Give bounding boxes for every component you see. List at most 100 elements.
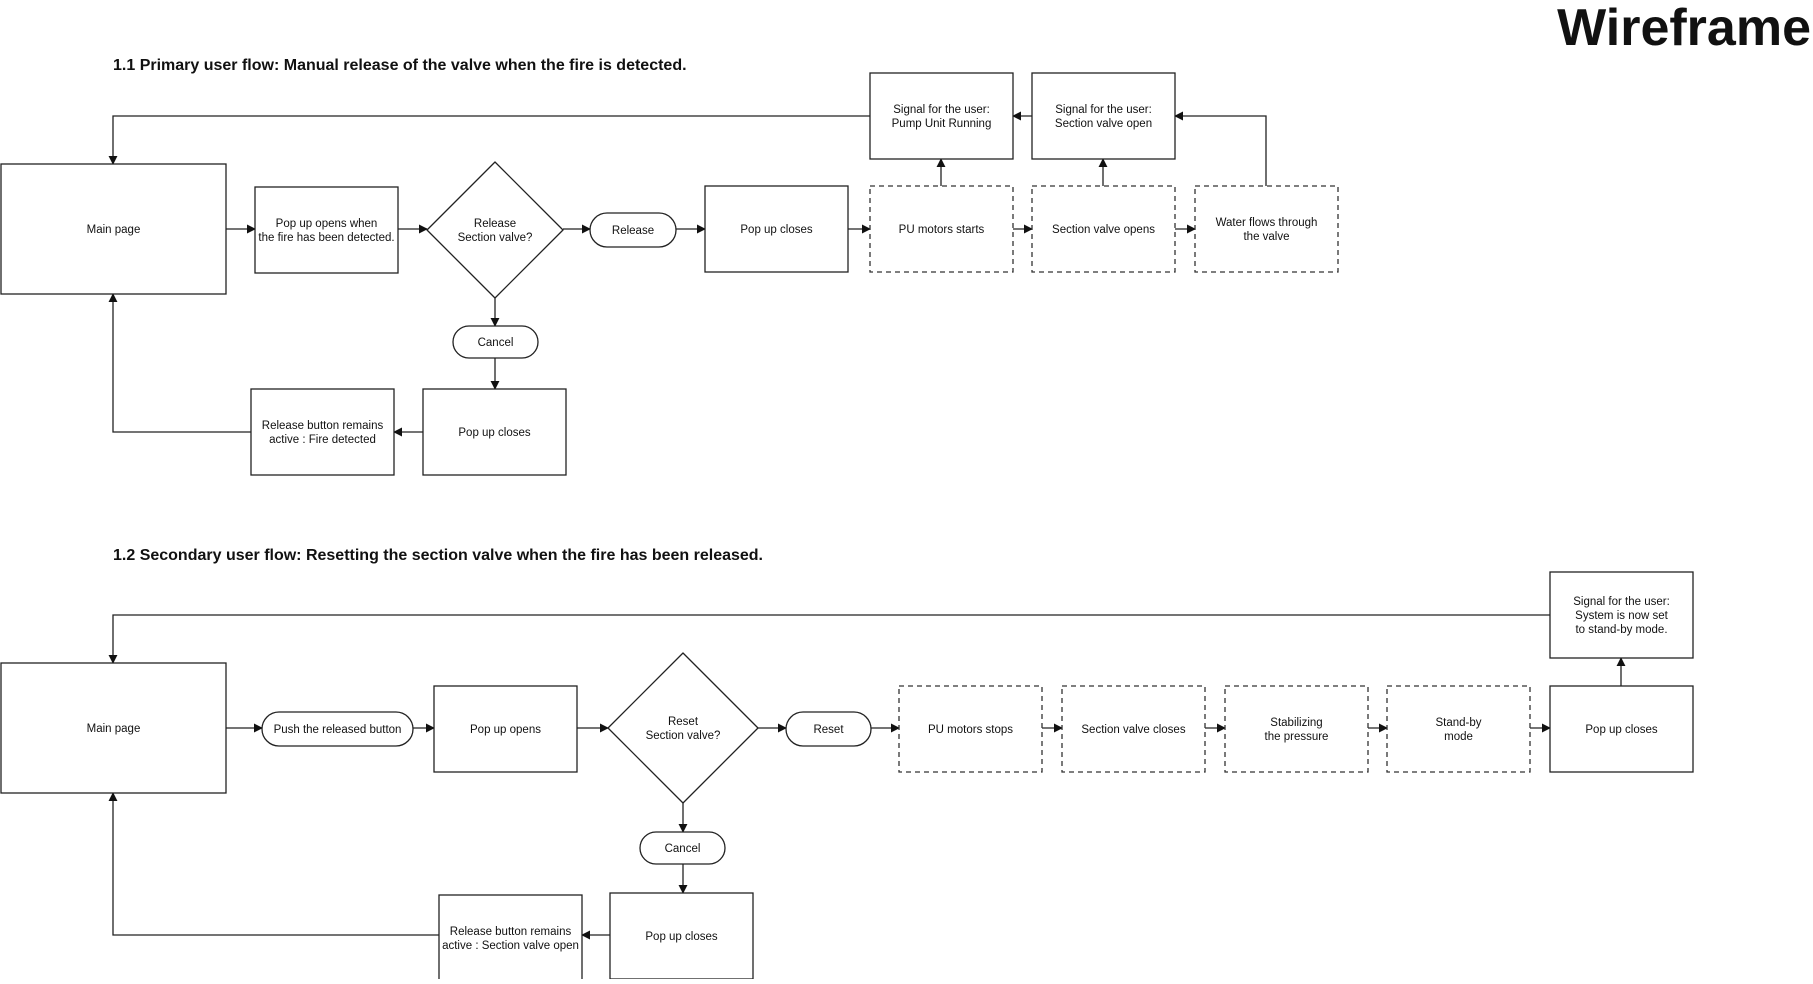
flow1-release-label: Release xyxy=(612,225,654,237)
flow1-popclose-shape xyxy=(704,185,849,273)
flow2-remain-label: active : Section valve open xyxy=(442,940,579,952)
flow1-water-label: the valve xyxy=(1243,231,1289,243)
flow2-standby-shape xyxy=(1386,685,1531,773)
flow2-cancel-shape xyxy=(639,831,726,865)
flow1-popup-label: the fire has been detected. xyxy=(258,232,394,244)
flow1-node-popclose2: Pop up closes xyxy=(422,388,567,476)
flow1-sig1-label: Pump Unit Running xyxy=(892,118,992,130)
flow2-pustop-label: PU motors stops xyxy=(928,724,1013,736)
flow2-remain-label: Release button remains xyxy=(450,926,572,938)
flow2-node-pustop: PU motors stops xyxy=(898,685,1043,773)
flow2-main-label: Main page xyxy=(87,723,141,735)
flow2-pustop-shape xyxy=(898,685,1043,773)
flow2-sig-shape xyxy=(1549,571,1694,659)
flow1-sig2-label: Signal for the user: xyxy=(1055,104,1152,116)
flow1-popclose-label: Pop up closes xyxy=(740,224,812,236)
flow2-sig-label: to stand-by mode. xyxy=(1575,624,1667,636)
flow2-node-sig: Signal for the user: System is now set to … xyxy=(1549,571,1694,659)
flow1-cancel-shape xyxy=(452,325,539,359)
flow2-sig-label: System is now set xyxy=(1575,610,1668,622)
flow2-decision-label: Section valve? xyxy=(646,730,721,742)
page-title: Wireframe xyxy=(1557,0,1811,57)
flow1-sig2-label: Section valve open xyxy=(1055,118,1152,130)
flow1-node-svopen: Section valve opens xyxy=(1031,185,1176,273)
flow2-popclose-shape xyxy=(1549,685,1694,773)
flow1-remain-label: active : Fire detected xyxy=(269,434,376,446)
flow1-connector-arrow xyxy=(1174,111,1267,186)
flow1-connector-arrow xyxy=(108,115,870,165)
flow2-node-popclose: Pop up closes xyxy=(1549,685,1694,773)
flow2-node-standby: Stand-by mode xyxy=(1386,685,1531,773)
flow1-water-shape xyxy=(1194,185,1339,273)
flow1-popup-shape xyxy=(254,186,399,274)
flow1-pu-shape xyxy=(869,185,1014,273)
flow2-node-stab: Stabilizing the pressure xyxy=(1224,685,1369,773)
flow1-node-main: Main page xyxy=(0,163,227,295)
flow2-connector-arrow xyxy=(108,792,439,936)
flow2-cancel-label: Cancel xyxy=(665,843,701,855)
flow2-svclose-label: Section valve closes xyxy=(1081,724,1185,736)
flow2-node-push: Push the released button xyxy=(261,711,414,747)
flow1-node-cancel: Cancel xyxy=(452,325,539,359)
flow1-node-sig2: Signal for the user: Section valve open xyxy=(1031,72,1176,160)
flow1-main-shape xyxy=(0,163,227,295)
flow1-decision-shape xyxy=(426,161,564,299)
flow2-popclose2-shape xyxy=(609,892,754,980)
flow1-node-water: Water flows through the valve xyxy=(1194,185,1339,273)
flow1-sig1-shape xyxy=(869,72,1014,160)
flow2-connector-arrow xyxy=(108,614,1550,664)
flow1-node-popup: Pop up opens when the fire has been detec… xyxy=(254,186,399,274)
flow1-svopen-shape xyxy=(1031,185,1176,273)
flow1-node-sig1: Signal for the user: Pump Unit Running xyxy=(869,72,1014,160)
flow2-remain-shape xyxy=(438,894,583,982)
flow1-sig2-shape xyxy=(1031,72,1176,160)
flow2-standby-label: mode xyxy=(1444,731,1473,743)
flow2-main-shape xyxy=(0,662,227,794)
flow2-push-shape xyxy=(261,711,414,747)
flow2-popclose-label: Pop up closes xyxy=(1585,724,1657,736)
flow2-popclose2-label: Pop up closes xyxy=(645,931,717,943)
flow2-decision-label: Reset xyxy=(668,716,699,728)
flow2-node-main: Main page xyxy=(0,662,227,794)
flow2-standby-label: Stand-by xyxy=(1435,717,1481,729)
flow2-popup-label: Pop up opens xyxy=(470,724,541,736)
flow2-node-cancel: Cancel xyxy=(639,831,726,865)
flow2-push-label: Push the released button xyxy=(274,724,402,736)
flow2-svclose-shape xyxy=(1061,685,1206,773)
flow2-node-remain: Release button remains active : Section v… xyxy=(438,894,583,982)
flow2-node-svclose: Section valve closes xyxy=(1061,685,1206,773)
flow1-node-pu: PU motors starts xyxy=(869,185,1014,273)
flow1-node-remain: Release button remains active : Fire dete… xyxy=(250,388,395,476)
flow1-connector-arrow xyxy=(108,293,251,433)
flow1-remain-shape xyxy=(250,388,395,476)
flow1-decision-label: Release xyxy=(474,218,516,230)
flow2-node-popup: Pop up opens xyxy=(433,685,578,773)
flow1-node-release: Release xyxy=(589,212,677,248)
flow1-pu-label: PU motors starts xyxy=(899,224,985,236)
flow1-cancel-label: Cancel xyxy=(478,337,514,349)
flow2-stab-label: the pressure xyxy=(1265,731,1329,743)
flow2-node-reset: Reset xyxy=(785,711,872,747)
flow1-node-popclose: Pop up closes xyxy=(704,185,849,273)
flow1-svopen-label: Section valve opens xyxy=(1052,224,1155,236)
flow2-reset-label: Reset xyxy=(813,724,844,736)
flow1-release-shape xyxy=(589,212,677,248)
flow1-main-label: Main page xyxy=(87,224,141,236)
flow2-title: 1.2 Secondary user flow: Resetting the s… xyxy=(113,547,763,564)
flow2-node-popclose2: Pop up closes xyxy=(609,892,754,980)
flow2-stab-label: Stabilizing xyxy=(1270,717,1322,729)
flow1-remain-label: Release button remains xyxy=(262,420,384,432)
flow1-popup-label: Pop up opens when xyxy=(276,218,378,230)
flow2-sig-label: Signal for the user: xyxy=(1573,596,1670,608)
flow1-sig1-label: Signal for the user: xyxy=(893,104,990,116)
flow2-decision-shape xyxy=(607,652,759,804)
flow2-popup-shape xyxy=(433,685,578,773)
flow1-decision-label: Section valve? xyxy=(458,232,533,244)
flow2-stab-shape xyxy=(1224,685,1369,773)
flow1-popclose2-shape xyxy=(422,388,567,476)
flow1-water-label: Water flows through xyxy=(1216,217,1318,229)
